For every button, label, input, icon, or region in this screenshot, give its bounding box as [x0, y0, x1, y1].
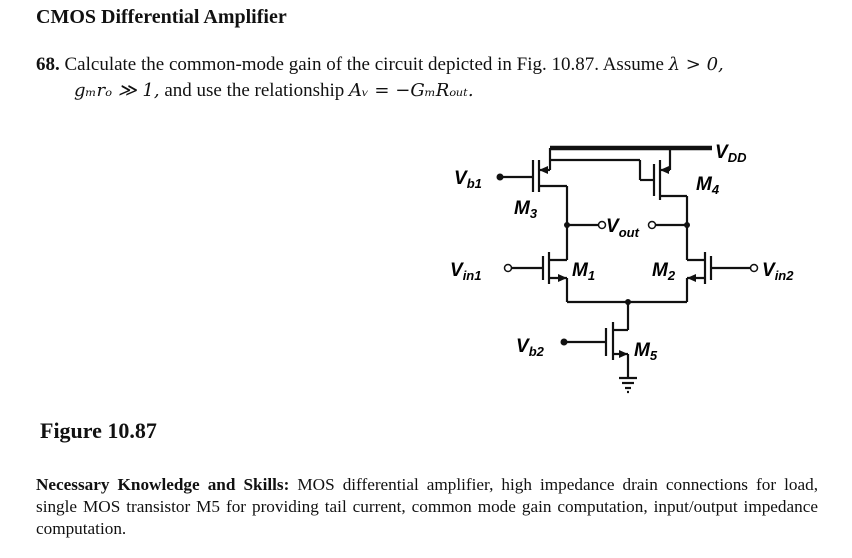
vb2-label: Vb2 — [516, 336, 545, 359]
problem-number: 68. — [36, 54, 60, 75]
transistor-m3 — [500, 148, 569, 225]
vout-label: Vout — [606, 216, 640, 240]
vb2-terminal — [560, 338, 568, 346]
m1-label: M1 — [572, 260, 595, 283]
tail-node — [625, 299, 631, 305]
m4-label: M4 — [696, 174, 720, 197]
transistor-m4 — [550, 148, 689, 225]
figure-caption: Figure 10.87 — [40, 418, 157, 443]
gain-formula: Aᵥ = −GₘRₒᵤₜ. — [349, 80, 474, 101]
m5-arrow-icon — [619, 350, 628, 358]
skills-label: Necessary Knowledge and Skills: — [36, 475, 290, 494]
vout-node-right — [684, 222, 690, 228]
ground-symbol — [619, 376, 637, 394]
section-heading: CMOS Differential Amplifier — [36, 6, 287, 28]
gmro-condition: gₘrₒ ≫ 1, — [74, 80, 160, 101]
vin2-label: Vin2 — [762, 260, 794, 283]
m3-arrow-icon — [539, 166, 548, 174]
vout-node-left — [564, 222, 570, 228]
problem-text-2: and use the relationship — [164, 80, 345, 101]
vb1-label: Vb1 — [454, 168, 482, 191]
m2-label: M2 — [652, 260, 676, 283]
vin2-terminal — [749, 263, 759, 273]
m5-label: M5 — [634, 340, 658, 363]
transistor-m5 — [564, 322, 630, 378]
circuit-diagram: VDD M4 Vb1 M3 Vout Vin1 M1 M2 Vin2 Vb2 M… — [450, 142, 794, 394]
problem-statement: 68. Calculate the common-mode gain of th… — [36, 52, 826, 104]
vout-terminal-right — [647, 220, 657, 230]
vout-terminal-left — [597, 220, 607, 230]
skills-paragraph: Necessary Knowledge and Skills: MOS diff… — [36, 474, 818, 540]
vin1-label: Vin1 — [450, 260, 481, 283]
vdd-label: VDD — [715, 142, 747, 165]
m4-arrow-icon — [660, 166, 669, 174]
m2-arrow-icon — [687, 274, 696, 282]
transistor-m2 — [685, 225, 750, 302]
transistor-m1 — [508, 225, 569, 302]
vin1-terminal — [503, 263, 513, 273]
skills-text: MOS differential amplifier, high impedan… — [36, 475, 818, 538]
m1-arrow-icon — [558, 274, 567, 282]
m3-label: M3 — [514, 198, 538, 221]
vb1-terminal — [496, 173, 504, 181]
problem-text-1: Calculate the common-mode gain of the ci… — [64, 54, 664, 75]
lambda-condition: λ > 0, — [668, 54, 724, 75]
